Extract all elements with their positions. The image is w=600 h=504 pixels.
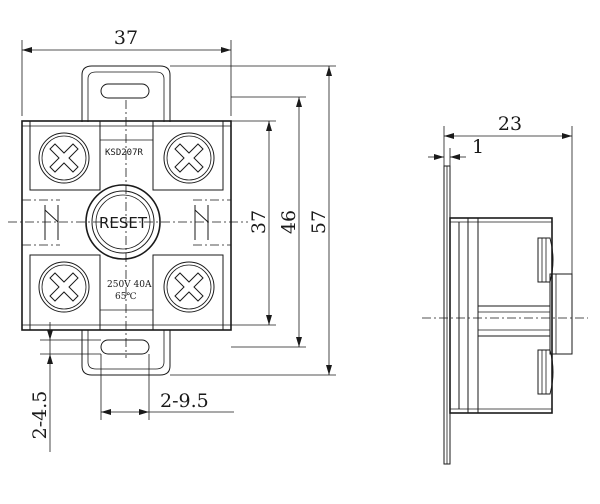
- reset-label: RESET: [99, 214, 148, 232]
- body-height-dimension: 46: [278, 210, 300, 234]
- terminal-screw-top-right: [163, 132, 215, 184]
- top-mounting-slot: [100, 83, 150, 99]
- overall-width-dimension: 37: [114, 27, 138, 49]
- front-dimensions: 37 37 46 57 2-9.5 2-4.5: [21, 27, 336, 452]
- slot-height-dimension: 2-4.5: [29, 391, 51, 440]
- side-screw-bottom: [537, 349, 554, 395]
- side-button-cap: [549, 273, 573, 355]
- terminal-screw-top-left: [38, 132, 90, 184]
- bottom-mounting-slot: [100, 339, 150, 355]
- bottom-mounting-tab: [81, 330, 171, 376]
- main-body: [21, 120, 232, 331]
- side-view: [422, 165, 588, 465]
- front-view: RESET KSD207R 250V 40A 65℃: [8, 65, 248, 376]
- side-body: [449, 217, 553, 414]
- slot-width-dimension: 2-9.5: [160, 390, 209, 412]
- rating-label: 250V 40A: [107, 280, 152, 290]
- side-screw-top: [537, 237, 554, 283]
- model-label: KSD207R: [105, 148, 144, 158]
- top-mounting-tab: [81, 65, 171, 122]
- terminal-screw-bottom-right: [163, 261, 215, 313]
- side-dimensions: 23 1: [428, 113, 573, 274]
- temperature-label: 65℃: [115, 292, 137, 302]
- terminal-pitch-dimension: 37: [248, 210, 270, 234]
- side-depth-dimension: 23: [498, 113, 522, 135]
- left-contact-symbol: [22, 199, 60, 246]
- terminal-screw-bottom-left: [38, 261, 90, 313]
- reset-stem: [477, 305, 551, 337]
- overall-height-dimension: 57: [308, 210, 330, 234]
- right-contact-symbol: [193, 199, 231, 246]
- flange-thickness-dimension: 1: [472, 136, 484, 158]
